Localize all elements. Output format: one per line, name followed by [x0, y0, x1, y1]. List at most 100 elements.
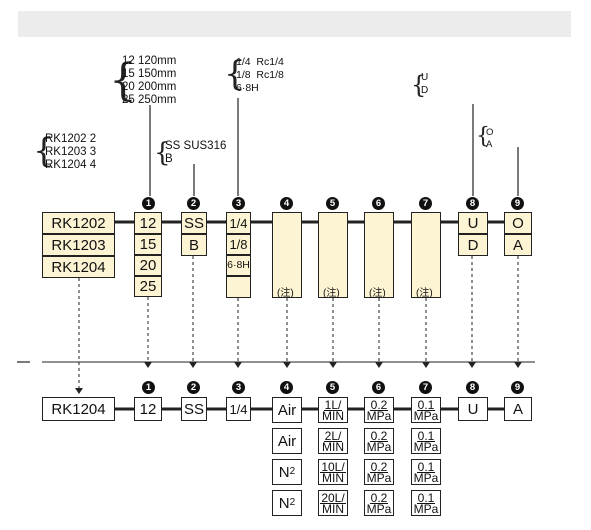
option9-brace: {: [476, 124, 490, 149]
example-material-box: SS: [181, 397, 207, 421]
size-annotation-4: 25 250mm: [122, 94, 177, 106]
size-annotation-3: 20 200mm: [122, 81, 177, 93]
size-brace: {: [109, 55, 137, 106]
circle-number-6: 6: [372, 197, 385, 210]
option8-annotation-1: U: [421, 72, 429, 83]
series-box-rk1202: RK1202: [42, 212, 115, 234]
material-annotation-2: B: [165, 153, 173, 165]
example-flow-value: 10L/MIN: [320, 459, 346, 484]
series-box-rk1203: RK1203: [42, 234, 115, 256]
example-fluid-label: N: [278, 494, 290, 512]
example-series-box: RK1204: [42, 397, 115, 421]
option8-box-u: U: [458, 212, 488, 234]
example-value-numerator: 0.2: [369, 459, 389, 474]
size-annotation-1: 12 120mm: [122, 55, 177, 67]
spec-box-6: [364, 212, 394, 298]
series-annotation-2: RK1203 3: [45, 146, 97, 158]
example-option8-box: U: [458, 397, 488, 421]
spec-box-5: [318, 212, 348, 298]
circle-number-5: 5: [326, 197, 339, 210]
example-value-unit: MPa: [366, 439, 392, 454]
example-value-numerator: 0.2: [369, 490, 389, 505]
example-value-numerator: 0.2: [369, 428, 389, 443]
circle-number-2-example: 2: [187, 381, 200, 394]
port-box-1-8: 1/8: [226, 234, 251, 255]
port-brace: {: [224, 54, 246, 94]
example-fluid-subscript: 2: [289, 466, 296, 477]
circle-number-3: 3: [232, 197, 245, 210]
series-annotation-3: RK1204 4: [45, 159, 97, 171]
port-annotation-1: 1/4 Rc1/4: [236, 56, 284, 68]
circle-number-7: 7: [419, 197, 432, 210]
circle-number-8: 8: [466, 197, 479, 210]
port-box-blank: [226, 276, 251, 298]
series-annotation-1: RK1202 2: [45, 133, 97, 145]
example-value-unit: MIN: [322, 408, 344, 423]
example-value-numerator: 0.1: [416, 490, 436, 505]
port-box-1-4: 1/4: [226, 212, 251, 234]
material-box-ss: SS: [181, 212, 207, 234]
spec-note-6: (注): [369, 288, 386, 299]
example-flow-box: 2L/MIN: [318, 428, 348, 454]
circle-number-1-example: 1: [142, 381, 155, 394]
material-brace: {: [154, 138, 171, 168]
example-value-unit: MPa: [413, 501, 439, 516]
circle-number-8-example: 8: [466, 381, 479, 394]
size-annotation-2: 15 150mm: [122, 68, 177, 80]
example-value-unit: MPa: [366, 408, 392, 423]
example-value-unit: MPa: [413, 470, 439, 485]
example-size-box: 12: [134, 397, 162, 421]
example-flow-box: 1L/MIN: [318, 397, 348, 423]
example-value-unit: MPa: [413, 439, 439, 454]
port-box-6-8h: 6·8H: [226, 255, 251, 276]
example-fluid-box: Air: [272, 397, 302, 423]
example-value-numerator: 20L/: [320, 490, 346, 505]
size-box-20: 20: [134, 255, 162, 276]
spec-note-4: (注): [277, 288, 294, 299]
example-port-box: 1/4: [226, 397, 251, 421]
circle-number-6-example: 6: [372, 381, 385, 394]
circle-number-4-example: 4: [280, 381, 293, 394]
example-fluid-label: Air: [277, 401, 297, 419]
option9-box-o: O: [504, 212, 532, 234]
size-box-25: 25: [134, 276, 162, 297]
example-flow-box: 20L/MIN: [318, 490, 348, 516]
example-flow-value: 1L/MIN: [322, 399, 344, 423]
circle-number-4: 4: [280, 197, 293, 210]
size-box-12: 12: [134, 212, 162, 234]
series-box-rk1204: RK1204: [42, 256, 115, 278]
example-value-unit: MIN: [322, 439, 344, 454]
example-fluid-label: Air: [277, 432, 297, 450]
spec-note-5: (注): [323, 288, 340, 299]
option9-box-a: A: [504, 234, 532, 256]
example-value-unit: MPa: [366, 470, 392, 485]
example-value-numerator: 10L/: [320, 459, 346, 474]
example-fluid-box: Air: [272, 428, 302, 454]
example-value-numerator: 2L/: [323, 428, 343, 443]
series-brace: {: [33, 131, 55, 171]
example-flow-value: 2L/MIN: [322, 428, 344, 454]
circle-number-5-example: 5: [326, 381, 339, 394]
example-value-numerator: 0.1: [416, 459, 436, 474]
material-annotation-1: SS SUS316: [165, 140, 227, 152]
circle-number-9: 9: [511, 197, 524, 210]
example-value-unit: MPa: [413, 408, 439, 423]
option8-box-d: D: [458, 234, 488, 256]
option8-annotation-2: D: [421, 85, 429, 96]
header-band: [18, 11, 571, 37]
option9-annotation-1: O: [486, 127, 494, 138]
